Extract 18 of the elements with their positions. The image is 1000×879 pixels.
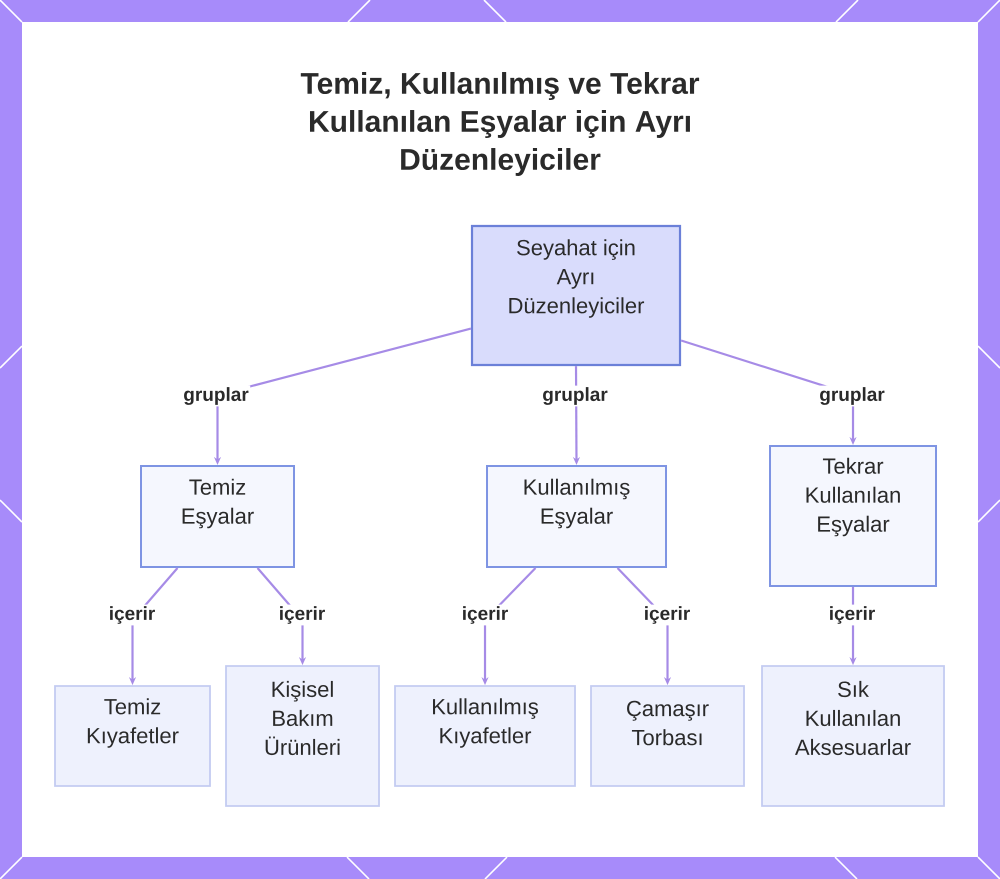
process-box: Kullanılmış Kıyafetler: [394, 685, 576, 787]
process-box: Sık Kullanılan Aksesuarlar: [761, 665, 945, 807]
edge-label: içerir: [642, 604, 692, 626]
process-box: Çamaşır Torbası: [590, 685, 745, 787]
edge-label: gruplar: [182, 386, 250, 406]
edge-label: gruplar: [540, 386, 610, 406]
edge-label: içerir: [460, 604, 510, 626]
edge-label: gruplar: [818, 386, 886, 406]
edge-label: içerir: [827, 604, 877, 626]
process-box: Temiz Eşyalar: [140, 465, 295, 568]
process-box: Temiz Kıyafetler: [54, 685, 211, 787]
process-box: Seyahat için Ayrı Düzenleyiciler: [470, 224, 682, 366]
edge-label: içerir: [277, 604, 327, 626]
edge-label: içerir: [107, 604, 157, 626]
process-box: Kullanılmış Eşyalar: [486, 465, 667, 568]
process-box: Kişisel Bakım Ürünleri: [225, 665, 380, 807]
process-box: Tekrar Kullanılan Eşyalar: [769, 445, 938, 587]
title: Temiz, Kullanılmış ve Tekrar Kullanılan Eşyalar için Ayrı Düzenleyiciler: [300, 72, 700, 176]
